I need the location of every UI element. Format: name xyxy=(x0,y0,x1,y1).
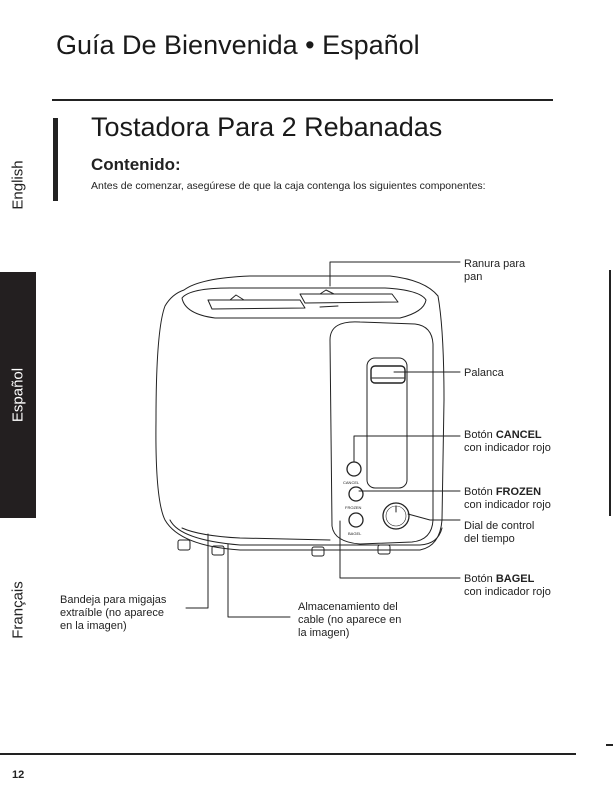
callout-bandeja-line3: en la imagen) xyxy=(60,620,127,632)
callout-bandeja-line1: Bandeja para migajas xyxy=(60,594,167,606)
callout-cable-line3: la imagen) xyxy=(298,627,350,639)
section-accent-bar xyxy=(53,118,58,201)
lever-handle xyxy=(370,365,406,384)
callout-cancel-bold: CANCEL xyxy=(495,429,542,441)
callout-cancel-prefix: Botón xyxy=(464,429,496,441)
callout-cable-line2: cable (no aparece en xyxy=(298,614,402,626)
contents-heading: Contenido: xyxy=(91,155,181,174)
callout-frozen-bold: FROZEN xyxy=(495,486,542,498)
callout-frozen-prefix: Botón xyxy=(464,486,496,498)
crumb-tray-edge xyxy=(181,527,331,541)
frozen-button-icon xyxy=(348,486,364,502)
callout-cancel: Botón CANCEL con indicador rojo xyxy=(464,429,551,455)
toaster-body-outline xyxy=(155,275,445,551)
product-title: Tostadora Para 2 Rebanadas xyxy=(91,112,443,142)
callout-bagel-prefix: Botón xyxy=(464,573,496,585)
callout-palanca: Palanca xyxy=(464,367,504,380)
callout-ranura-line1: Ranura para xyxy=(464,258,526,270)
callout-palanca-line1: Palanca xyxy=(464,367,504,379)
foot-icon-4 xyxy=(377,544,391,555)
language-tab-espanol[interactable]: Español xyxy=(0,272,36,518)
toaster-slot-1 xyxy=(207,299,306,310)
callout-dial-line1: Dial de control xyxy=(464,520,535,532)
header-divider xyxy=(52,99,553,101)
cancel-tiny-caption: CANCEL xyxy=(343,480,360,485)
callout-dial-line2: del tiempo xyxy=(464,533,515,545)
callout-bagel-line2: con indicador rojo xyxy=(464,586,551,598)
page-number: 12 xyxy=(12,769,25,781)
toaster-front-edge xyxy=(329,321,434,545)
leader-lines xyxy=(185,261,461,618)
callout-ranura: Ranura para pan xyxy=(464,258,525,284)
callout-dial: Dial de control del tiempo xyxy=(464,520,534,546)
footer-divider xyxy=(0,753,576,755)
foot-icon-2 xyxy=(211,545,225,556)
cancel-button-icon xyxy=(346,461,362,477)
corner-marker xyxy=(606,744,613,746)
callout-bagel: Botón BAGEL con indicador rojo xyxy=(464,573,551,599)
callout-cable: Almacenamiento del cable (no aparece en … xyxy=(298,601,401,640)
right-edge-marker xyxy=(609,270,611,516)
callout-cable-line1: Almacenamiento del xyxy=(298,601,398,613)
contents-intro: Antes de comenzar, asegúrese de que la c… xyxy=(91,180,486,192)
page-title: Guía De Bienvenida • Español xyxy=(56,30,420,60)
frozen-tiny-caption: FROZEN xyxy=(345,505,362,510)
bagel-tiny-caption: BAGEL xyxy=(348,531,362,536)
foot-icon-1 xyxy=(177,539,191,551)
lever-channel xyxy=(366,357,408,489)
callout-ranura-line2: pan xyxy=(464,271,483,283)
callout-bandeja: Bandeja para migajas extraíble (no apare… xyxy=(60,594,166,633)
toaster-top-surface xyxy=(181,287,427,319)
foot-icon-3 xyxy=(311,546,325,557)
toaster-slot-2 xyxy=(299,293,399,304)
callout-frozen: Botón FROZEN con indicador rojo xyxy=(464,486,551,512)
callout-bandeja-line2: extraíble (no aparece xyxy=(60,607,164,619)
toaster-base xyxy=(169,519,443,546)
bagel-button-icon xyxy=(348,512,364,528)
control-dial-icon xyxy=(382,502,410,530)
callout-cancel-line2: con indicador rojo xyxy=(464,442,551,454)
callout-frozen-line2: con indicador rojo xyxy=(464,499,551,511)
callout-bagel-bold: BAGEL xyxy=(495,573,535,585)
